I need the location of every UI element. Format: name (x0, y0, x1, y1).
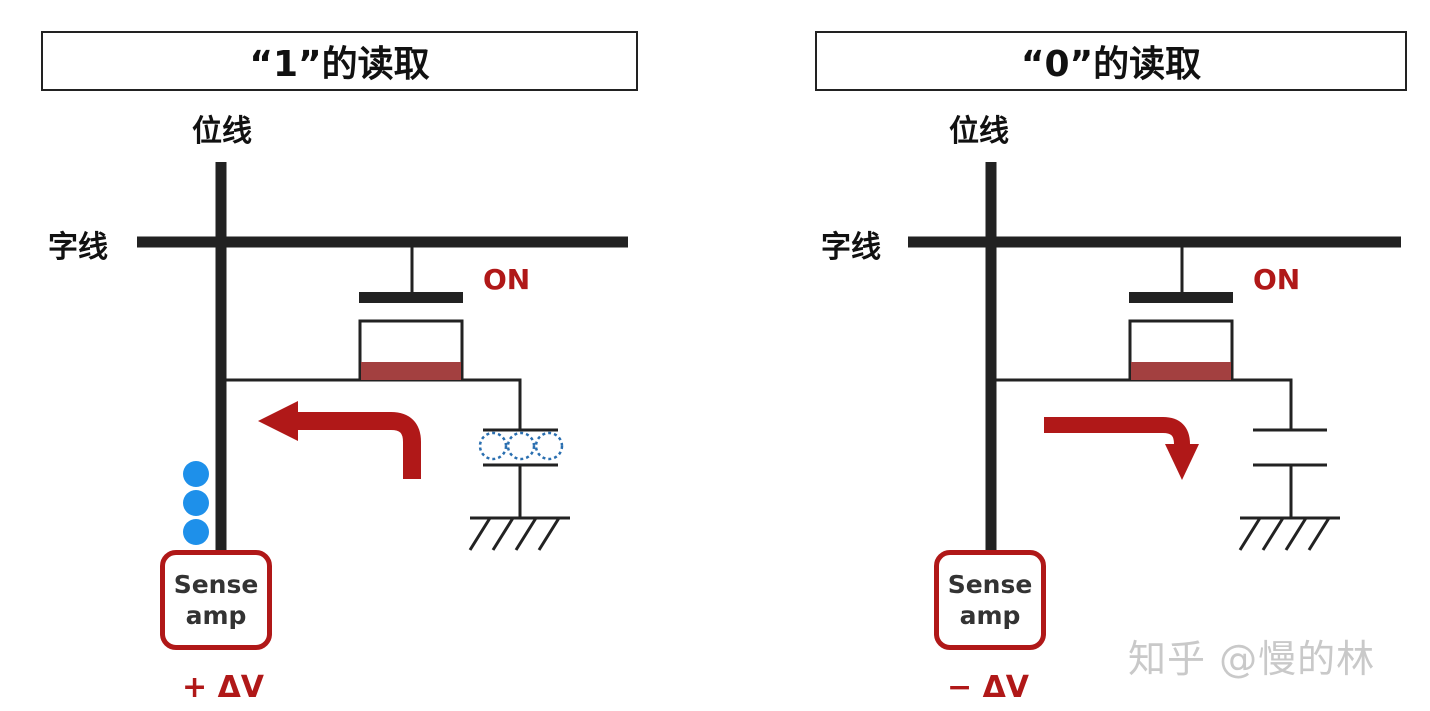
charge-dot (183, 519, 209, 545)
gate-plate (1129, 292, 1233, 303)
charge-flow-arrowhead (1165, 444, 1199, 480)
transistor-channel (361, 362, 461, 380)
transistor-state-label: ON (1253, 263, 1301, 296)
ground-icon (1238, 516, 1340, 551)
transistor-to-capacitor-wire (1232, 378, 1293, 430)
panel-title: “0”的读取 (1020, 44, 1202, 85)
wordline-label: 字线 (48, 230, 108, 265)
panel-title-box: “0”的读取 (815, 31, 1407, 91)
read-1-circuit (137, 162, 628, 552)
stored-charge (478, 431, 564, 461)
transistor-state-label: ON (483, 263, 531, 296)
bitline-label: 位线 (192, 114, 252, 149)
charge-dot (183, 490, 209, 516)
sense-amp-label-line2: amp (959, 601, 1021, 630)
bitline-label: 位线 (949, 114, 1009, 149)
watermark: 知乎 @慢的林 (1128, 637, 1376, 681)
gate-plate (359, 292, 463, 303)
transistor-to-capacitor-wire (462, 378, 522, 430)
sense-amp-label-line1: Sense (173, 569, 259, 599)
panel-title: “1”的读取 (249, 44, 430, 85)
read-0-panel: “0”的读取 位线 字线 ON Sense amp − ΔV (715, 0, 1430, 711)
stored-charge-circle (506, 431, 536, 461)
transistor-channel (1131, 362, 1231, 380)
wordline-label: 字线 (821, 230, 881, 265)
sense-amp-label-line1: Sense (947, 569, 1033, 599)
bitline-charges (183, 461, 209, 545)
delta-v-label: − ΔV (947, 670, 1030, 705)
ground-icon (468, 516, 570, 551)
stored-charge-circle (534, 431, 564, 461)
charge-flow-arrowhead (258, 401, 298, 441)
charge-flow-arrow (1044, 417, 1190, 446)
sense-amp-box: Sense amp (934, 550, 1046, 650)
sense-amp-label-line2: amp (185, 601, 247, 630)
sense-amp-box: Sense amp (160, 550, 272, 650)
charge-flow-arrow (295, 412, 421, 479)
read-1-panel: “1”的读取 位线 字线 ON Sense amp + ΔV (41, 31, 638, 705)
panel-title-box: “1”的读取 (41, 31, 638, 91)
read-0-circuit (908, 162, 1401, 552)
stored-charge-circle (478, 431, 508, 461)
delta-v-label: + ΔV (182, 670, 265, 705)
charge-dot (183, 461, 209, 487)
